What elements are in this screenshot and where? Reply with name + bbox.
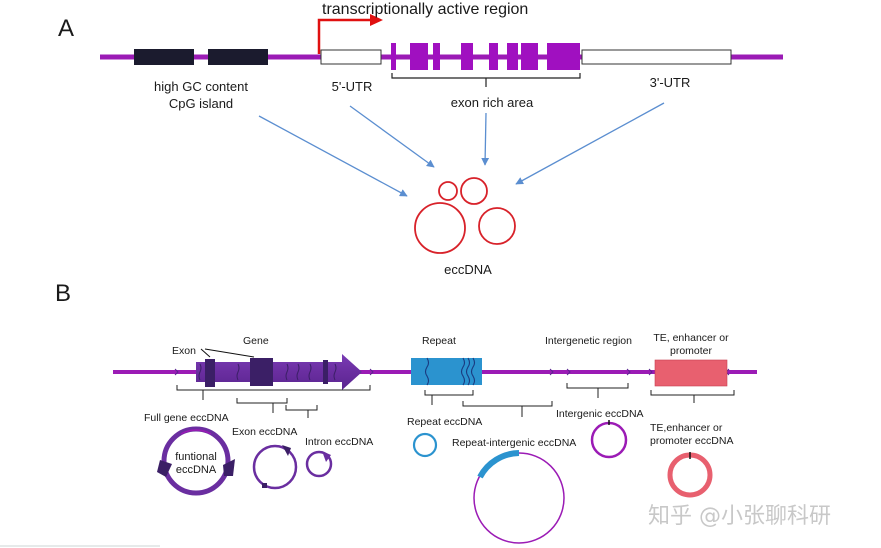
repeat-eccdna-label: Repeat eccDNA (407, 416, 482, 428)
exon-block (489, 43, 498, 70)
exon-block (521, 43, 538, 70)
functional-eccdna-circle (157, 426, 235, 496)
eccdna-circle (414, 202, 466, 254)
te-eccdna-label-line1: TE,enhancer or (650, 422, 723, 434)
utr5-label: 5'-UTR (332, 79, 373, 94)
arrow-from-cpg (258, 115, 408, 197)
exon-eccdna-circle (252, 444, 298, 490)
intergenic-bracket (566, 383, 629, 398)
gc-content-label: high GC content (154, 79, 248, 94)
arrow-from-exon-area (481, 112, 490, 166)
eccdna-label: eccDNA (444, 262, 492, 277)
te-eccdna-circle (667, 452, 713, 498)
full-gene-bracket (176, 385, 371, 400)
intron-bracket (285, 405, 318, 418)
exon-block (547, 43, 580, 70)
eccdna-circle (438, 181, 458, 201)
tss-arrow-icon (317, 14, 383, 54)
te-label-line1: TE, enhancer or (653, 332, 729, 344)
exon-block (433, 43, 440, 70)
gene-arrow-body (196, 354, 362, 390)
exon-block (461, 43, 473, 70)
repeat-box (411, 358, 482, 385)
gene-label: Gene (243, 335, 269, 347)
exon-eccdna-label: Exon eccDNA (232, 426, 297, 438)
repeat-bracket (424, 390, 474, 405)
intergenic-eccdna-label: Intergenic eccDNA (556, 408, 644, 420)
gene-exon-3 (323, 360, 328, 384)
exon-label: Exon (172, 345, 196, 357)
te-bracket (650, 390, 735, 403)
panel-b-label: B (55, 280, 71, 307)
intergenic-eccdna-circle (590, 420, 628, 459)
utr5-box (320, 49, 382, 65)
exon-area-bracket (391, 73, 581, 87)
te-eccdna-label-line2: promoter eccDNA (650, 435, 733, 447)
arrow-from-utr5 (349, 105, 435, 168)
repeat-intergenic-eccdna-label: Repeat-intergenic eccDNA (452, 437, 576, 449)
te-box (654, 359, 728, 387)
utr3-box (581, 49, 732, 65)
cpg-island-label: CpG island (169, 96, 233, 111)
intron-eccdna-circle (305, 450, 333, 478)
intron-marks (198, 363, 337, 381)
arrow-from-utr3 (515, 102, 665, 185)
exon-bracket (236, 398, 288, 413)
transcriptionally-active-title: transcriptionally active region (322, 1, 528, 18)
cpg-block-2 (208, 49, 268, 65)
gene-exon-2 (250, 358, 273, 386)
eccdna-circle (478, 207, 516, 245)
full-gene-eccdna-label: Full gene eccDNA (144, 412, 229, 424)
functional-label-line2: eccDNA (176, 464, 217, 476)
cpg-block-1 (134, 49, 194, 65)
eccdna-circle (460, 177, 488, 205)
exon-block (507, 43, 518, 70)
repeat-intergenic-eccdna-circle (473, 450, 565, 544)
watermark: 知乎 @小张聊科研 (648, 504, 831, 529)
strand-chevrons (174, 368, 730, 376)
repeat-eccdna-circle (412, 432, 438, 458)
intergenetic-region-label: Intergenetic region (545, 335, 632, 347)
exon-block (410, 43, 428, 70)
gene-exon-1 (205, 359, 215, 387)
repeat-intergenic-bracket (462, 401, 553, 417)
region-brackets (176, 383, 735, 418)
exon-gene-pointers (200, 348, 255, 358)
utr3-label: 3'-UTR (650, 75, 691, 90)
exon-rich-area-label: exon rich area (451, 95, 534, 110)
intron-eccdna-label: Intron eccDNA (305, 436, 373, 448)
functional-label-line1: funtional (175, 451, 217, 463)
te-label-line2: promoter (670, 345, 713, 357)
repeat-marks (424, 357, 476, 386)
repeat-label: Repeat (422, 335, 456, 347)
exon-blocks (391, 43, 580, 70)
panel-a-label: A (58, 15, 74, 42)
exon-block (391, 43, 396, 70)
